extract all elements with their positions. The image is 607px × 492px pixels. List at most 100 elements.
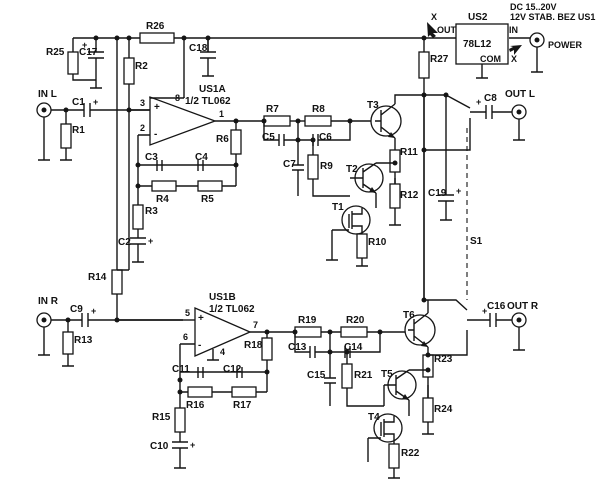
opamp-us1b: US1B 1/2 TL062 + - 5 6 7 4 xyxy=(179,292,295,380)
svg-text:IN: IN xyxy=(509,25,518,35)
svg-text:1/2 TL062: 1/2 TL062 xyxy=(185,96,231,107)
resistor-r11: R11 xyxy=(389,147,418,184)
output-left: C8 + OUT L xyxy=(424,89,535,151)
svg-text:R19: R19 xyxy=(298,315,317,326)
svg-text:US2: US2 xyxy=(468,12,488,23)
transistor-t3: T3 xyxy=(367,94,424,150)
resistor-r26: R26 xyxy=(139,21,175,44)
opamp-us1a: US1A 1/2 TL062 + - 3 2 1 8 xyxy=(137,84,264,152)
svg-text:+: + xyxy=(476,97,481,107)
svg-text:C12: C12 xyxy=(223,364,242,375)
svg-text:R23: R23 xyxy=(434,354,453,365)
svg-text:+: + xyxy=(148,236,153,246)
svg-text:1: 1 xyxy=(219,109,224,119)
svg-text:R21: R21 xyxy=(354,370,373,381)
svg-text:R10: R10 xyxy=(368,237,387,248)
svg-text:T2: T2 xyxy=(346,164,358,175)
svg-text:+: + xyxy=(82,40,87,50)
svg-text:R25: R25 xyxy=(46,47,65,58)
transistor-t2: T2 xyxy=(346,162,395,208)
svg-text:T3: T3 xyxy=(367,100,379,111)
svg-text:78L12: 78L12 xyxy=(463,39,492,50)
svg-text:C7: C7 xyxy=(283,159,296,170)
capacitor-c3: C3 xyxy=(145,152,163,171)
svg-text:R18: R18 xyxy=(244,340,263,351)
transistor-t6: T6 xyxy=(403,300,436,355)
svg-text:1/2 TL062: 1/2 TL062 xyxy=(209,304,255,315)
svg-text:IN L: IN L xyxy=(38,89,57,100)
regulator-us2: US2 78L12 OUT IN COM xyxy=(437,12,518,79)
svg-text:R13: R13 xyxy=(74,335,93,346)
svg-text:R26: R26 xyxy=(146,21,165,32)
resistor-r6: R6 xyxy=(216,121,242,186)
svg-text:R20: R20 xyxy=(346,315,365,326)
svg-text:R4: R4 xyxy=(156,194,169,205)
svg-text:OUT: OUT xyxy=(437,25,457,35)
resistor-r8: R8 xyxy=(304,104,375,127)
resistor-r2: R2 xyxy=(123,57,148,270)
input-jack-right: IN R xyxy=(36,296,82,356)
capacitor-c12: C12 xyxy=(223,364,243,378)
svg-text:C15: C15 xyxy=(307,370,326,381)
svg-text:C2: C2 xyxy=(118,237,131,248)
svg-text:3: 3 xyxy=(140,98,145,108)
svg-text:OUT R: OUT R xyxy=(507,301,539,312)
svg-text:X: X xyxy=(431,12,437,22)
resistor-r10: R10 xyxy=(356,233,387,267)
capacitor-c9: C9 + xyxy=(70,304,183,327)
resistor-r24: R24 xyxy=(422,385,453,435)
svg-text:R14: R14 xyxy=(88,272,107,283)
svg-text:T4: T4 xyxy=(368,412,380,423)
transistor-t5: T5 xyxy=(381,369,428,416)
svg-text:2: 2 xyxy=(140,123,145,133)
svg-text:X: X xyxy=(511,54,517,64)
svg-text:C3: C3 xyxy=(145,152,158,163)
resistor-r1: R1 xyxy=(60,110,85,161)
svg-text:R24: R24 xyxy=(434,404,453,415)
capacitor-c17: + C17 xyxy=(79,40,104,89)
input-jack-left: IN L xyxy=(36,89,84,161)
svg-text:C5: C5 xyxy=(262,132,275,143)
resistor-r18: R18 xyxy=(244,332,273,392)
svg-text:5: 5 xyxy=(185,308,190,318)
svg-text:R1: R1 xyxy=(72,125,85,136)
power-jack: DC 15..20V 12V STAB. BEZ US1 POWER xyxy=(510,2,595,73)
capacitor-c18: C18 xyxy=(189,43,216,77)
capacitor-c4: C4 xyxy=(195,152,208,171)
junction-dots xyxy=(63,35,449,395)
svg-text:R17: R17 xyxy=(233,400,252,411)
resistor-r15: R15 xyxy=(152,407,186,442)
svg-text:IN R: IN R xyxy=(38,296,59,307)
transistor-t1: T1 xyxy=(326,202,371,261)
svg-text:C9: C9 xyxy=(70,304,83,315)
capacitor-c13: C13 xyxy=(288,332,331,358)
transistor-t4: T4 xyxy=(367,412,403,462)
svg-text:12V STAB. BEZ US1: 12V STAB. BEZ US1 xyxy=(510,12,595,22)
svg-text:4: 4 xyxy=(220,347,225,357)
svg-text:R5: R5 xyxy=(201,194,214,205)
capacitor-c7: C7 xyxy=(283,140,304,196)
svg-text:R6: R6 xyxy=(216,134,229,145)
svg-text:R27: R27 xyxy=(430,54,449,65)
svg-text:R12: R12 xyxy=(400,190,419,201)
resistor-r21: R21 xyxy=(341,352,384,407)
svg-text:+: + xyxy=(93,97,98,107)
svg-text:7: 7 xyxy=(253,320,258,330)
svg-text:C14: C14 xyxy=(344,342,363,353)
svg-text:T5: T5 xyxy=(381,369,393,380)
svg-text:-: - xyxy=(198,340,201,351)
capacitor-c2: C2 + xyxy=(118,236,153,263)
resistor-r5: R5 xyxy=(197,180,223,205)
svg-text:COM: COM xyxy=(480,54,501,64)
svg-text:C16: C16 xyxy=(487,301,506,312)
capacitor-c11: C11 xyxy=(172,364,204,378)
svg-text:US1B: US1B xyxy=(209,292,236,303)
svg-text:+: + xyxy=(91,306,96,316)
resistor-r3: R3 xyxy=(132,204,158,238)
svg-text:C10: C10 xyxy=(150,441,169,452)
resistor-r12: R12 xyxy=(389,178,419,226)
svg-text:+: + xyxy=(190,440,195,450)
svg-text:R9: R9 xyxy=(320,161,333,172)
svg-text:R7: R7 xyxy=(266,104,279,115)
